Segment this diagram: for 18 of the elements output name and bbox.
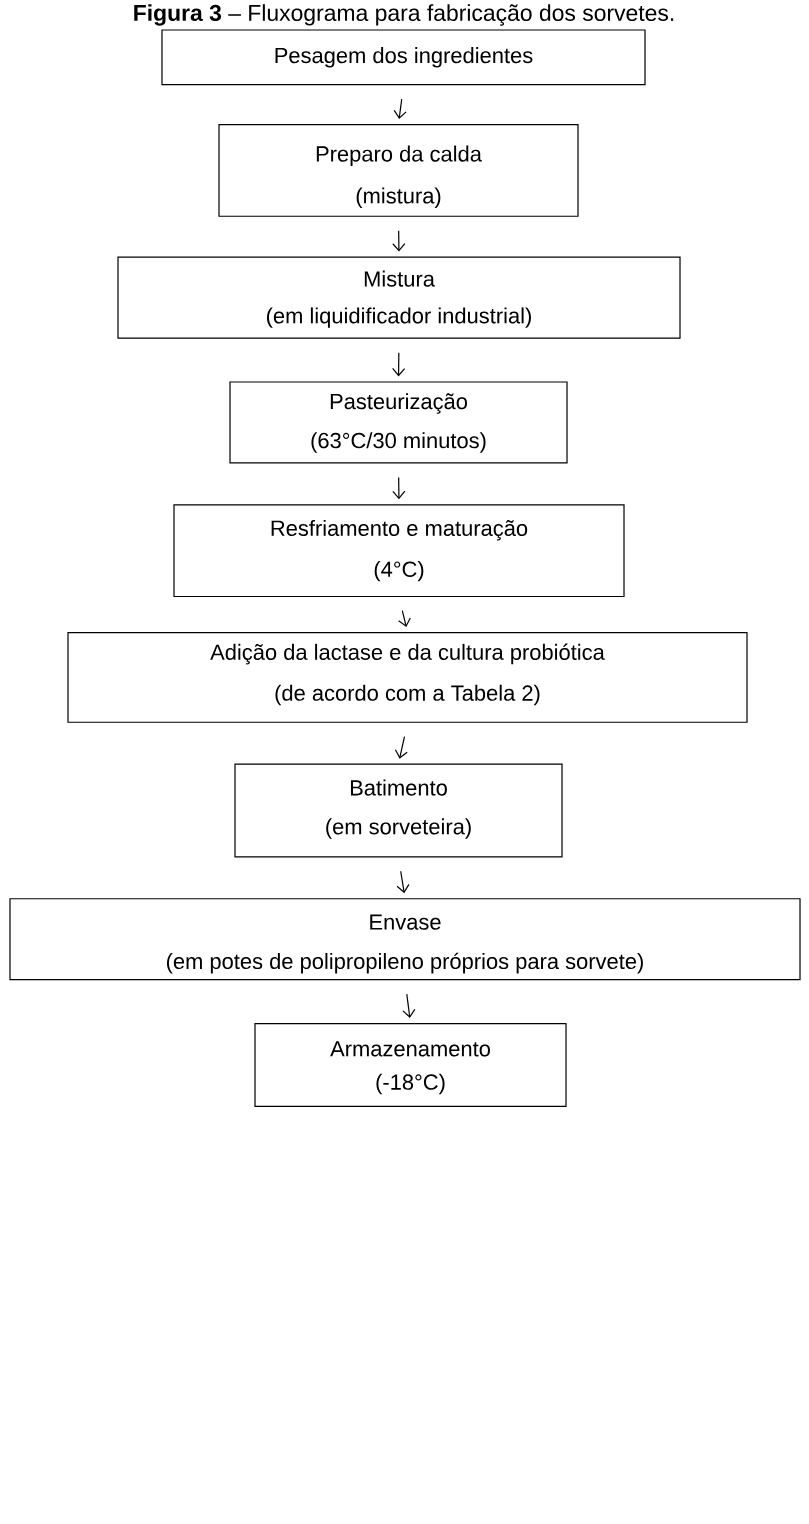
process-box: Mistura (em liquidificador industrial) <box>117 256 681 339</box>
arrow <box>392 352 406 377</box>
arrow <box>394 735 408 759</box>
process-box: Preparo da calda (mistura) <box>218 124 579 217</box>
process-box: Armazenamento (-18°C) <box>254 1022 567 1107</box>
process-box: Pesagem dos ingredientes <box>161 29 646 86</box>
process-box: Envase (em potes de polipropileno próprios para sorvete) <box>9 898 801 981</box>
arrow <box>392 476 406 500</box>
arrow <box>393 98 407 119</box>
arrow <box>398 610 411 628</box>
process-box: Batimento (em sorveteira) <box>234 763 563 858</box>
process-box: Pasteurização (63°C/30 minutos) <box>229 381 568 464</box>
figure-title: Figura 3 – Fluxograma para fabricação dos sorvetes. <box>134 4 674 26</box>
process-box: Resfriamento e maturação (4°C) <box>173 504 625 598</box>
arrow <box>392 230 406 252</box>
process-box: Adição da lactase e da cultura probiótica (de acordo com a Tabela 2) <box>67 631 748 723</box>
arrow <box>402 993 416 1018</box>
arrow <box>396 870 410 894</box>
